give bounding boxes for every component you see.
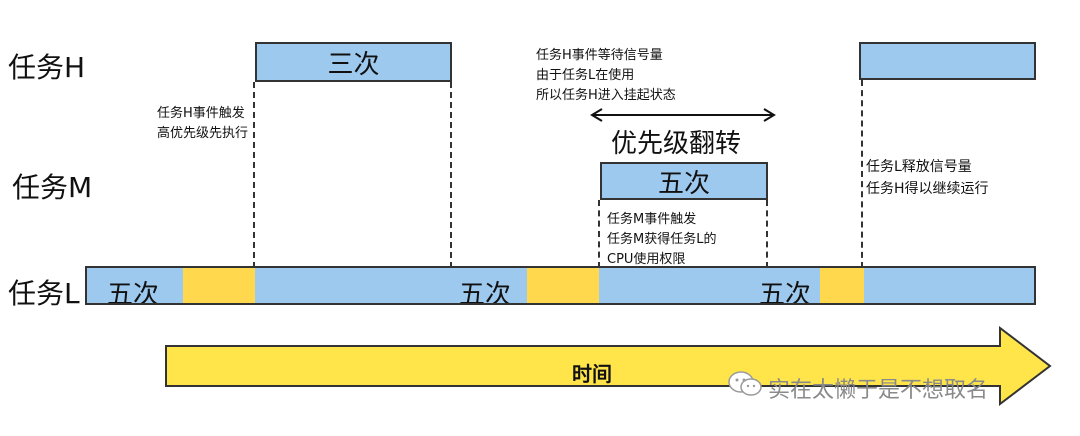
task-l-label-3: 五次 (759, 280, 812, 305)
priority-inversion-label: 优先级翻转 (611, 129, 742, 159)
note-m-trigger: 任务M事件触发 任务M获得任务L的 CPU使用权限 (607, 212, 717, 267)
dashed-line-3 (598, 200, 600, 268)
task-h-block-1-label: 三次 (327, 49, 380, 80)
lane-label-l: 任务L (8, 277, 80, 310)
lane-label-h: 任务H (8, 51, 86, 84)
task-l-yellow-seg-3 (820, 268, 864, 303)
task-l-bar: 五次 五次 五次 (85, 266, 1036, 305)
task-l-yellow-seg-2 (527, 268, 599, 303)
dashed-line-1 (253, 82, 255, 268)
task-h-block-1: 三次 (255, 42, 452, 82)
time-label: 时间 (572, 362, 612, 386)
note-l-release: 任务L释放信号量 任务H得以继续运行 (866, 159, 989, 197)
watermark-text: 实在太懒于是不想取名 (768, 378, 989, 403)
dashed-line-5 (861, 80, 863, 268)
time-arrow (165, 326, 1052, 406)
task-l-yellow-seg-1 (183, 268, 255, 303)
double-arrow-icon (590, 108, 776, 122)
task-l-label-2: 五次 (459, 280, 512, 305)
note-h-wait: 任务H事件等待信号量 由于任务L在使用 所以任务H进入挂起状态 (536, 48, 676, 103)
dashed-line-2 (450, 82, 452, 268)
task-m-block: 五次 (600, 162, 768, 200)
dashed-line-4 (766, 200, 768, 268)
note-h-trigger: 任务H事件触发 高优先级先执行 (157, 106, 249, 141)
lane-label-m: 任务M (12, 171, 93, 204)
task-l-label-1: 五次 (107, 280, 160, 305)
task-m-block-label: 五次 (657, 168, 710, 199)
task-h-block-2 (859, 42, 1036, 80)
wechat-icon (728, 370, 762, 398)
